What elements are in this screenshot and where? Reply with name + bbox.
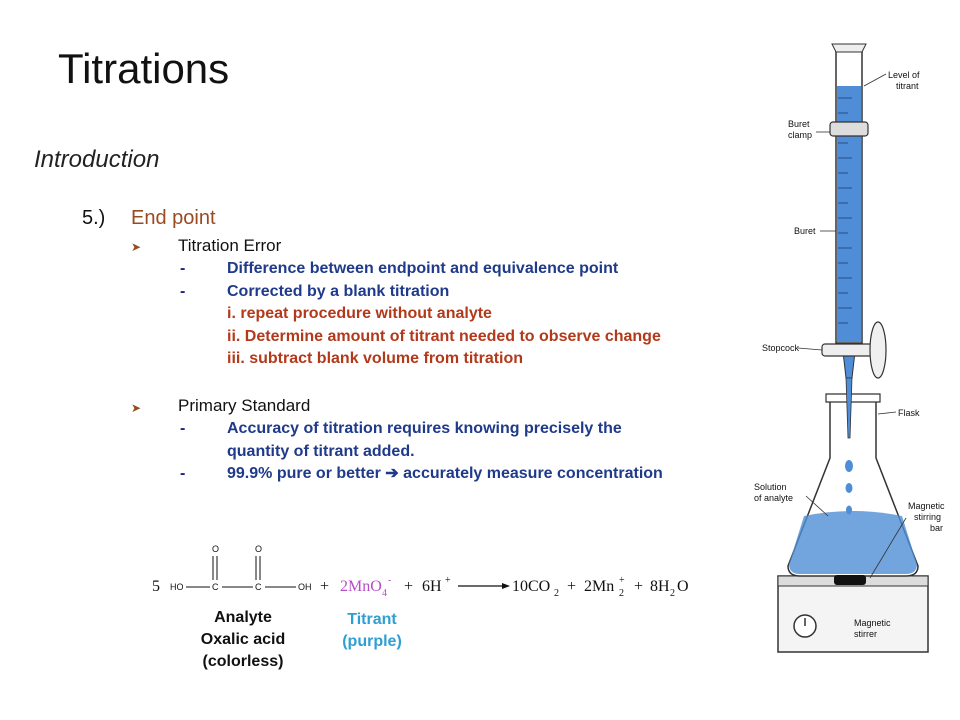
dash-marker: -	[180, 465, 186, 482]
svg-text:of analyte: of analyte	[754, 493, 793, 503]
label-stirrer: Magnetic	[854, 618, 891, 628]
svg-text:+: +	[404, 578, 413, 595]
svg-text:6H: 6H	[422, 578, 442, 595]
drop	[846, 505, 852, 515]
svg-text:titrant: titrant	[896, 81, 919, 91]
svg-text:+: +	[445, 575, 451, 586]
svg-text:HO: HO	[170, 582, 184, 592]
drop	[845, 460, 853, 472]
primary-standard-point-1-cont: quantity of titrant added.	[227, 443, 415, 460]
dash-marker: -	[180, 283, 186, 300]
svg-text:-: -	[388, 575, 391, 586]
right-arrow-icon: ➔	[385, 465, 399, 482]
magnetic-stirrer	[777, 575, 929, 653]
label-flask: Flask	[898, 408, 920, 418]
dash-marker: -	[180, 260, 186, 277]
svg-text:O: O	[255, 544, 262, 554]
label-clamp: Buret	[788, 119, 810, 129]
svg-text:clamp: clamp	[788, 130, 812, 140]
dash-marker: -	[180, 420, 186, 437]
svg-text:OH: OH	[298, 582, 312, 592]
primary-standard-point-1: Accuracy of titration requires knowing p…	[227, 420, 622, 437]
svg-text:O: O	[212, 544, 219, 554]
stopcock	[821, 343, 875, 357]
svg-text:+: +	[634, 578, 643, 595]
titration-error-point-2: Corrected by a blank titration	[227, 283, 450, 300]
bullet-arrow-icon: ➤	[131, 401, 142, 415]
stirring-bar	[834, 575, 866, 585]
analyte-label: Analyte Oxalic acid (colorless)	[200, 609, 286, 670]
svg-text:stirrer: stirrer	[854, 629, 877, 639]
svg-text:2: 2	[619, 588, 624, 599]
reaction-equation: 5 HO C C OH O O + 2MnO 4 - + 6H + 10CO 2…	[152, 544, 689, 599]
svg-text:8H: 8H	[650, 578, 670, 595]
blank-step-3: iii. subtract blank volume from titratio…	[227, 350, 524, 367]
svg-text:10CO: 10CO	[512, 578, 550, 595]
titrant-label: Titrant (purple)	[342, 611, 402, 650]
drop	[845, 483, 853, 493]
section-title: Introduction	[34, 146, 160, 173]
analyte-solution	[789, 511, 917, 574]
label-level: Level of	[888, 70, 920, 80]
svg-text:+: +	[320, 578, 329, 595]
blank-step-2: ii. Determine amount of titrant needed t…	[227, 328, 661, 345]
svg-text:O: O	[677, 578, 689, 595]
svg-text:stirring: stirring	[914, 512, 941, 522]
svg-text:+: +	[619, 575, 625, 586]
label-buret: Buret	[794, 226, 816, 236]
svg-text:+: +	[567, 578, 576, 595]
item-number: 5.)	[82, 207, 106, 229]
primary-standard-label: Primary Standard	[178, 396, 311, 415]
label-solution: Solution	[754, 482, 787, 492]
svg-text:4: 4	[382, 588, 387, 599]
svg-text:2: 2	[554, 588, 559, 599]
bullet-arrow-icon: ➤	[131, 240, 142, 254]
titration-error-label: Titration Error	[178, 236, 282, 255]
titration-apparatus-diagram: Level of titrant Buret clamp Buret Stopc…	[754, 43, 945, 653]
svg-text:C: C	[255, 582, 262, 592]
slide-title: Titrations	[58, 45, 230, 92]
label-stirring-bar: Magnetic	[908, 501, 945, 511]
buret-clamp	[829, 121, 869, 137]
svg-text:bar: bar	[930, 523, 943, 533]
primary-standard-point-2: 99.9% pure or better ➔ accurately measur…	[227, 465, 663, 482]
svg-text:2: 2	[670, 588, 675, 599]
titration-error-point-1: Difference between endpoint and equivale…	[227, 260, 619, 277]
svg-text:C: C	[212, 582, 219, 592]
blank-step-1: i. repeat procedure without analyte	[227, 305, 492, 322]
item-heading: End point	[131, 207, 216, 229]
svg-text:5: 5	[152, 578, 160, 595]
svg-text:2MnO: 2MnO	[340, 578, 382, 595]
label-stopcock: Stopcock	[762, 343, 800, 353]
svg-text:2Mn: 2Mn	[584, 578, 614, 595]
